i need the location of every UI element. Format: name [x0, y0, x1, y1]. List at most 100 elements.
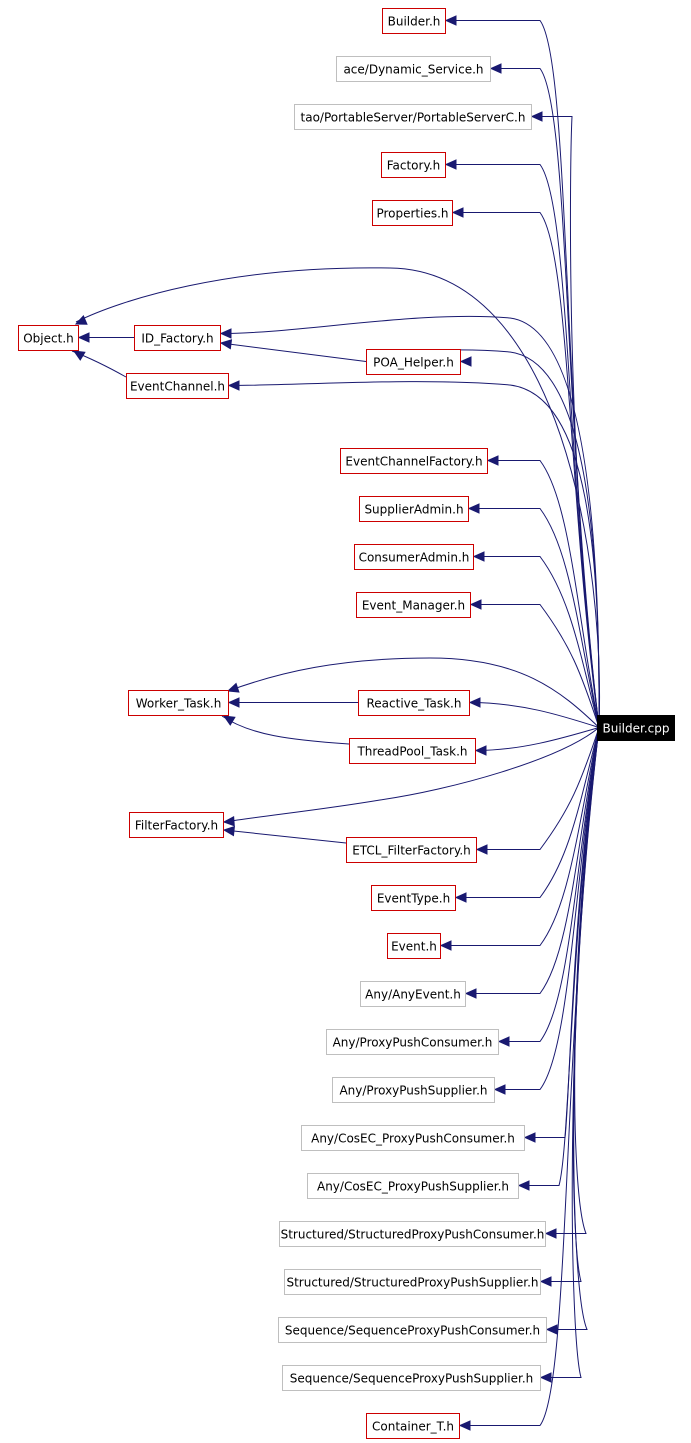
- node-label: Object.h: [23, 332, 74, 346]
- edge-builder_cpp-to-worker_task_h-arrowhead: [226, 682, 240, 693]
- node-eventchannel-h[interactable]: EventChannel.h: [126, 373, 229, 399]
- node-box: [366, 349, 461, 375]
- edge-builder_cpp-to-object_h-arrowhead: [74, 315, 88, 325]
- edge-builder_cpp-to-event_h-arrowhead: [439, 940, 452, 951]
- node-box: [18, 325, 79, 351]
- node-factory-h[interactable]: Factory.h: [381, 152, 446, 178]
- node-label: Event.h: [391, 940, 437, 954]
- root-node[interactable]: Builder.cpp: [597, 715, 675, 741]
- node-structured-sppc-h[interactable]: Structured/StructuredProxyPushConsumer.h: [279, 1221, 546, 1247]
- edge-builder_cpp-to-poa_helper_h: [381, 349, 600, 728]
- node-label: POA_Helper.h: [373, 356, 454, 370]
- node-box: [128, 690, 229, 716]
- node-label: SupplierAdmin.h: [364, 503, 463, 517]
- node-dynamic-service-h[interactable]: ace/Dynamic_Service.h: [336, 56, 491, 82]
- edge-builder_cpp-to-event_manager_h: [471, 604, 600, 728]
- edge-builder_cpp-to-eventchannel_h-arrowhead: [227, 380, 240, 391]
- edge-builder_cpp-to-container_t_h: [460, 727, 600, 1426]
- edges-layer: [71, 15, 600, 1431]
- edge-builder_cpp-to-factory_h-arrowhead: [444, 159, 457, 170]
- node-sequence-sppc-h[interactable]: Sequence/SequenceProxyPushConsumer.h: [278, 1317, 547, 1343]
- edge-builder_cpp-to-any_cosec_pps_h-arrowhead: [517, 1180, 530, 1191]
- node-supplieradmin-h[interactable]: SupplierAdmin.h: [359, 496, 469, 522]
- edge-builder_cpp-to-worker_task_h: [227, 657, 600, 728]
- edge-builder_cpp-to-eventchannelfactory_h-arrowhead: [486, 455, 499, 466]
- edge-builder_cpp-to-portableserverc_h-arrowhead: [530, 111, 543, 122]
- node-label: Builder.h: [388, 15, 441, 29]
- node-box: [366, 1413, 460, 1439]
- node-box: [301, 1125, 525, 1151]
- node-box: [371, 885, 456, 911]
- node-sequence-spps-h[interactable]: Sequence/SequenceProxyPushSupplier.h: [282, 1365, 541, 1391]
- node-box: [360, 981, 466, 1007]
- node-any-cosec-pps-h[interactable]: Any/CosEC_ProxyPushSupplier.h: [307, 1173, 519, 1199]
- edge-builder_cpp-to-etcl_filterfactory_h-arrowhead: [475, 844, 488, 855]
- node-eventtype-h[interactable]: EventType.h: [371, 885, 456, 911]
- node-builder-h[interactable]: Builder.h: [382, 8, 446, 34]
- node-box: [372, 200, 453, 226]
- node-any-proxypushconsumer-h[interactable]: Any/ProxyPushConsumer.h: [326, 1029, 499, 1055]
- node-box: [346, 837, 477, 863]
- node-label: Sequence/SequenceProxyPushSupplier.h: [290, 1372, 534, 1386]
- edge-builder_cpp-to-poa_helper_h-arrowhead: [459, 356, 472, 367]
- edge-threadpool_task_h-to-worker_task_h: [221, 715, 350, 745]
- edge-threadpool_task_h-to-worker_task_h-arrowhead: [222, 715, 236, 726]
- node-label: EventChannel.h: [130, 380, 225, 394]
- node-box: [356, 592, 471, 618]
- edge-builder_cpp-to-etcl_filterfactory_h: [477, 727, 600, 850]
- edge-etcl_filterfactory_h-to-filterfactory_h: [223, 829, 347, 844]
- node-structured-spps-h[interactable]: Structured/StructuredProxyPushSupplier.h: [284, 1269, 541, 1295]
- node-poa-helper-h[interactable]: POA_Helper.h: [366, 349, 461, 375]
- node-label: EventChannelFactory.h: [345, 455, 482, 469]
- edge-builder_cpp-to-filterfactory_h-arrowhead: [222, 815, 235, 827]
- node-label: ID_Factory.h: [141, 332, 213, 346]
- edge-builder_cpp-to-any_proxypushsupplier_h: [495, 727, 600, 1090]
- node-box: [381, 152, 446, 178]
- node-box: [359, 496, 469, 522]
- node-any-proxypushsupplier-h[interactable]: Any/ProxyPushSupplier.h: [332, 1077, 495, 1103]
- node-id-factory-h[interactable]: ID_Factory.h: [134, 325, 221, 351]
- node-etcl-filterfactory-h[interactable]: ETCL_FilterFactory.h: [346, 837, 477, 863]
- node-portableserverc-h[interactable]: tao/PortableServer/PortableServerC.h: [294, 104, 532, 130]
- node-any-anyevent-h[interactable]: Any/AnyEvent.h: [360, 981, 466, 1007]
- node-box: [387, 933, 441, 959]
- node-threadpool-task-h[interactable]: ThreadPool_Task.h: [349, 738, 476, 764]
- nodes-layer: Builder.h ace/Dynamic_Service.h tao/Portab…: [18, 8, 675, 1439]
- node-worker-task-h[interactable]: Worker_Task.h: [128, 690, 229, 716]
- edge-builder_cpp-to-any_anyevent_h-arrowhead: [464, 988, 477, 999]
- node-label: Structured/StructuredProxyPushSupplier.h: [286, 1276, 538, 1290]
- edge-builder_cpp-to-container_t_h-arrowhead: [458, 1420, 471, 1431]
- node-container-t-h[interactable]: Container_T.h: [366, 1413, 460, 1439]
- node-box: [278, 1317, 547, 1343]
- node-label: Factory.h: [387, 159, 441, 173]
- node-box: [358, 690, 470, 716]
- edge-builder_cpp-to-supplieradmin_h: [469, 508, 600, 728]
- node-consumeradmin-h[interactable]: ConsumerAdmin.h: [354, 544, 474, 570]
- node-properties-h[interactable]: Properties.h: [372, 200, 453, 226]
- node-filterfactory-h[interactable]: FilterFactory.h: [129, 812, 224, 838]
- edge-builder_cpp-to-threadpool_task_h: [475, 727, 600, 751]
- edge-etcl_filterfactory_h-to-filterfactory_h-arrowhead: [222, 825, 235, 837]
- edge-poa_helper_h-to-id_factory_h-arrowhead: [219, 339, 233, 350]
- node-box: [354, 544, 474, 570]
- node-label: Properties.h: [376, 207, 448, 221]
- edge-builder_cpp-to-supplieradmin_h-arrowhead: [467, 503, 480, 514]
- node-label: ETCL_FilterFactory.h: [352, 844, 471, 858]
- node-event-h[interactable]: Event.h: [387, 933, 441, 959]
- node-box: [597, 715, 675, 741]
- edge-builder_cpp-to-eventchannelfactory_h: [488, 460, 600, 728]
- node-event-manager-h[interactable]: Event_Manager.h: [356, 592, 471, 618]
- node-label: Any/CosEC_ProxyPushSupplier.h: [317, 1180, 509, 1194]
- edge-builder_cpp-to-properties_h-arrowhead: [451, 207, 464, 218]
- edge-reactive_task_h-to-worker_task_h-arrowhead: [227, 697, 240, 708]
- node-any-cosec-ppc-h[interactable]: Any/CosEC_ProxyPushConsumer.h: [301, 1125, 525, 1151]
- node-object-h[interactable]: Object.h: [18, 325, 79, 351]
- edge-builder_cpp-to-id_factory_h-arrowhead: [219, 328, 232, 339]
- node-box: [326, 1029, 499, 1055]
- node-label: EventType.h: [377, 892, 450, 906]
- node-reactive-task-h[interactable]: Reactive_Task.h: [358, 690, 470, 716]
- node-box: [340, 448, 488, 474]
- node-eventchannelfactory-h[interactable]: EventChannelFactory.h: [340, 448, 488, 474]
- node-label: Any/ProxyPushSupplier.h: [339, 1084, 487, 1098]
- edge-eventchannel_h-to-object_h-arrowhead: [72, 350, 86, 361]
